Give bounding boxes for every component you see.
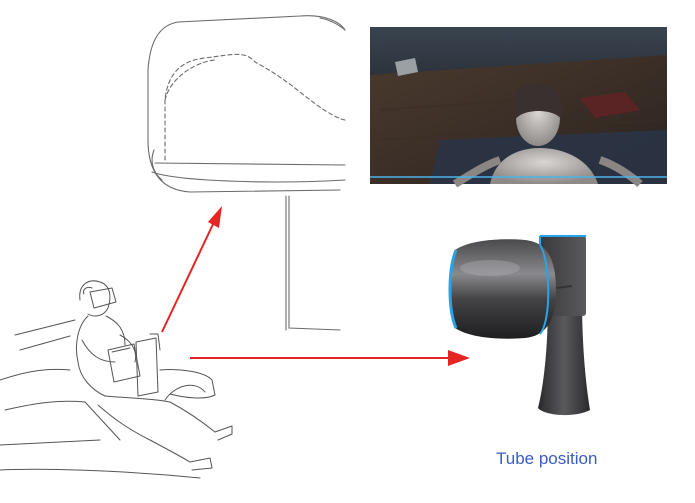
arrow-up-icon	[161, 206, 222, 333]
tube-position-caption: Tube position	[496, 449, 598, 468]
arrow-right-icon	[190, 350, 470, 366]
